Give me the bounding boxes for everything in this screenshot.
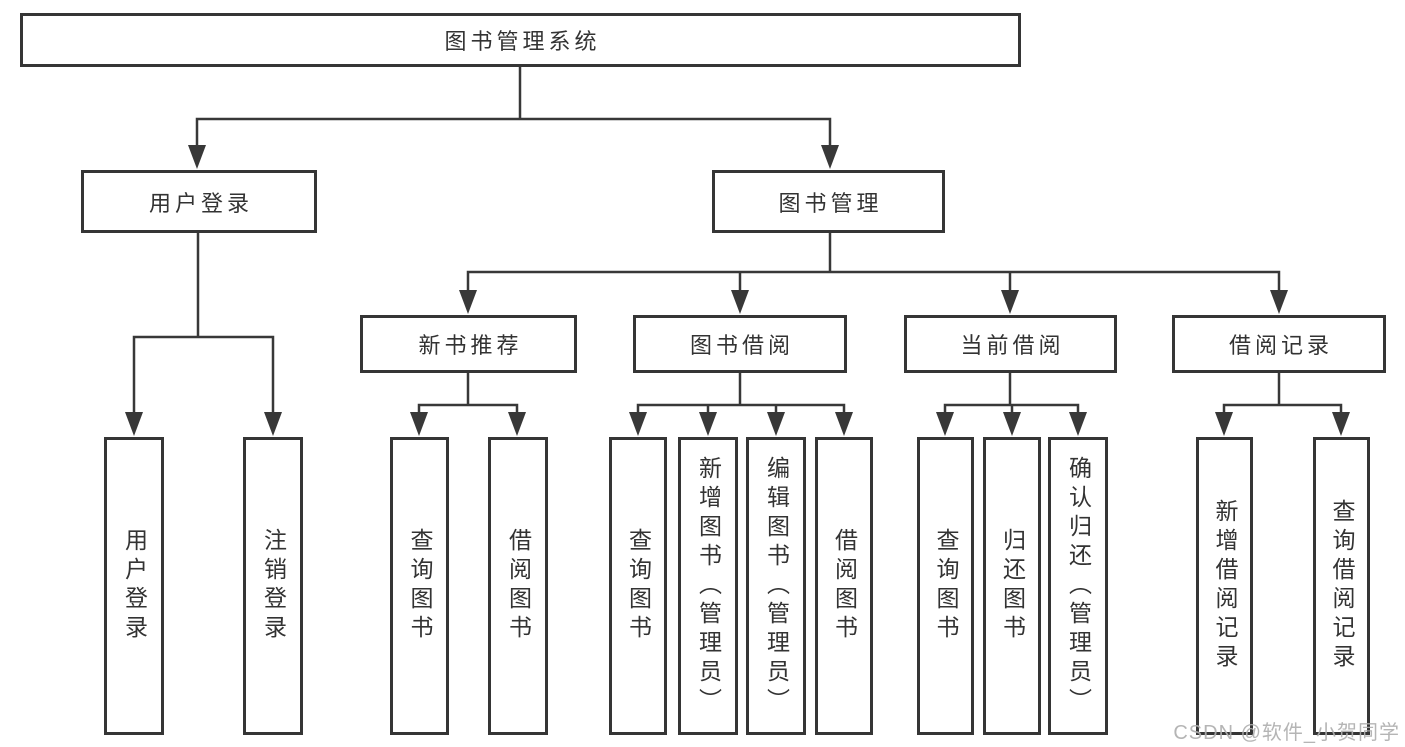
leaf-label: 编辑图书（管理员） [763,455,790,717]
leaf-label: 新增借阅记录 [1212,499,1238,673]
leaf-label: 确认归还（管理员） [1065,455,1092,717]
node-label: 图书管理 [778,190,883,216]
leaf-label: 查询图书 [933,528,959,644]
node-label: 用户登录 [148,190,253,216]
leaf-label: 借阅图书 [505,528,532,644]
leaf-logout: 注销登录 [243,437,303,735]
leaf-label: 新增图书（管理员） [695,455,722,717]
leaf-label: 归还图书 [999,528,1026,644]
leaf-label: 借阅图书 [831,528,858,644]
leaf-label: 查询图书 [407,528,433,644]
leaf-label: 用户登录 [121,528,148,644]
node-user-login-branch: 用户登录 [81,170,317,233]
leaf-edit-books-admin: 编辑图书（管理员） [746,437,806,735]
node-new-book-recommend: 新书推荐 [360,315,577,373]
node-label: 借阅记录 [1228,333,1333,358]
node-label: 图书借阅 [689,333,794,358]
node-current-borrow: 当前借阅 [904,315,1117,373]
node-label: 新书推荐 [418,333,523,358]
node-label: 图书管理系统 [444,29,601,54]
node-label: 当前借阅 [960,333,1065,358]
leaf-add-borrow-record: 新增借阅记录 [1196,437,1253,735]
csdn-watermark: CSDN @软件_小贺同学 [1173,722,1400,744]
leaf-confirm-return-admin: 确认归还（管理员） [1048,437,1108,735]
leaf-label: 查询图书 [625,528,652,644]
leaf-query-books-recommend: 查询图书 [390,437,449,735]
arrowheads [125,145,1350,436]
leaf-query-books-current: 查询图书 [917,437,974,735]
node-book-borrow: 图书借阅 [633,315,847,373]
node-library-management-system: 图书管理系统 [20,13,1021,67]
leaf-query-borrow-record: 查询借阅记录 [1313,437,1370,735]
leaf-return-books: 归还图书 [983,437,1041,735]
leaf-user-login: 用户登录 [104,437,164,735]
leaf-add-books-admin: 新增图书（管理员） [678,437,738,735]
leaf-label: 注销登录 [260,528,287,644]
leaf-borrow-books: 借阅图书 [815,437,873,735]
node-borrow-records: 借阅记录 [1172,315,1386,373]
leaf-borrow-books-recommend: 借阅图书 [488,437,548,735]
leaf-label: 查询借阅记录 [1329,499,1355,673]
node-book-management-branch: 图书管理 [712,170,945,233]
leaf-query-books-borrow: 查询图书 [609,437,667,735]
